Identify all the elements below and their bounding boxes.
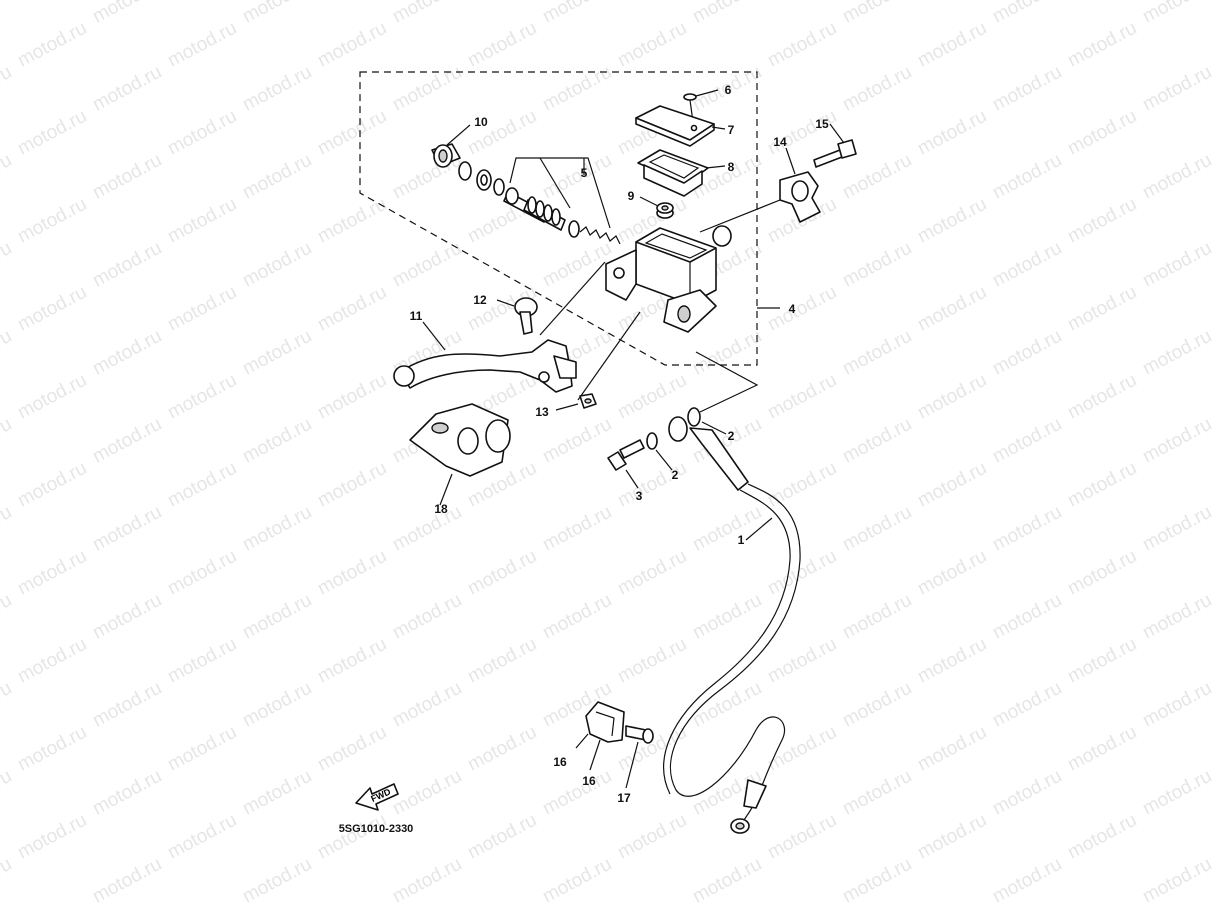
callout-17: 17 <box>617 791 631 805</box>
part-circlip <box>458 161 505 196</box>
callout-13: 13 <box>535 405 549 419</box>
part-13-nut <box>555 393 597 411</box>
part-16-guide <box>575 701 625 771</box>
part-5-piston-kit <box>503 157 621 245</box>
part-10-boot <box>431 124 471 168</box>
part-18-holder <box>409 403 511 506</box>
callout-7: 7 <box>728 123 735 137</box>
callout-16a: 16 <box>553 755 567 769</box>
part-12-pivot-bolt <box>496 261 606 336</box>
callout-14: 14 <box>773 135 787 149</box>
callout-9: 9 <box>628 189 635 203</box>
callout-1: 1 <box>738 533 745 547</box>
callout-16b: 16 <box>582 774 596 788</box>
diagram-code: 5SG1010-2330 <box>339 823 414 835</box>
callout-5: 5 <box>581 166 588 180</box>
callout-15: 15 <box>815 117 829 131</box>
part-4-master-cylinder <box>605 195 791 333</box>
callout-8: 8 <box>728 160 735 174</box>
callout-4: 4 <box>789 302 796 316</box>
part-11-lever <box>393 311 641 401</box>
callout-12: 12 <box>473 293 487 307</box>
part-17-screw <box>625 725 654 789</box>
part-8-diaphragm <box>637 149 726 197</box>
part-7-reservoir-cap <box>635 105 726 147</box>
callout-6: 6 <box>725 83 732 97</box>
part-9-bushing <box>639 196 674 219</box>
callout-11: 11 <box>410 309 423 323</box>
callout-3: 3 <box>636 489 643 503</box>
part-14-clamp <box>779 147 821 223</box>
part-1-hose <box>663 416 801 834</box>
part-15-bolt <box>813 123 857 168</box>
callout-2a: 2 <box>728 429 735 443</box>
part-3-banjo-bolt <box>607 439 645 489</box>
fwd-arrow: FWD <box>355 783 399 811</box>
assembly-outline <box>359 71 780 366</box>
callout-18: 18 <box>434 502 448 516</box>
callout-2b: 2 <box>672 468 679 482</box>
part-2-washer <box>646 351 759 471</box>
callout-10: 10 <box>474 115 488 129</box>
